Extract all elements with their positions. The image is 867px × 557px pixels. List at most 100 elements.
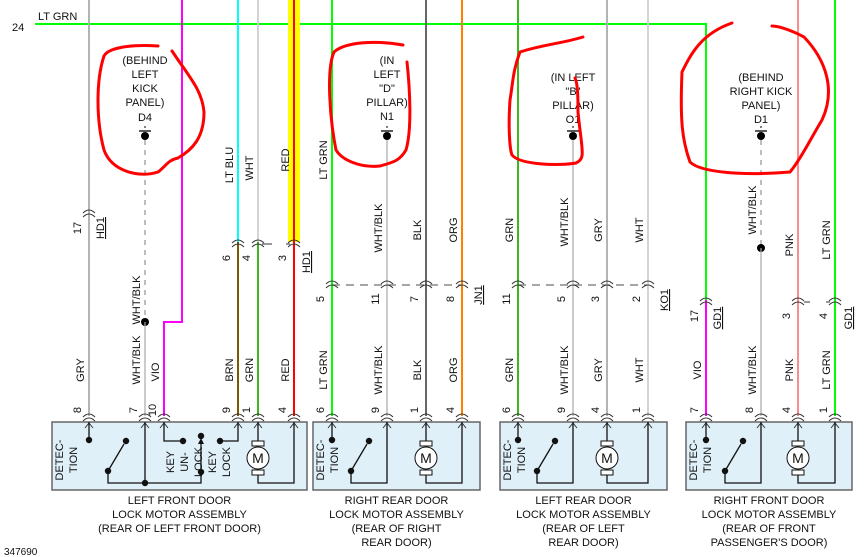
ground-location-text: RIGHT KICK <box>730 86 793 98</box>
inline-connector-symbol <box>380 280 394 289</box>
wire-color-label: LT GRN <box>318 350 330 389</box>
connector-pin-number: 11 <box>370 293 382 304</box>
wire-color-label: WHT/BLK <box>559 197 571 247</box>
internal-wire <box>606 422 649 484</box>
detection-label: TION <box>68 447 80 473</box>
component-pin-connector <box>566 413 580 422</box>
assembly-name: PASSENGER'S DOOR) <box>711 537 828 549</box>
motor-brush <box>419 469 433 476</box>
component-pin-number: 6 <box>501 407 513 413</box>
connector-id-label: JN1 <box>473 285 485 305</box>
contact-dot <box>197 432 205 440</box>
wire-color-label: PNK <box>784 233 796 256</box>
wire-color-label: GRY <box>593 358 605 382</box>
ground-icon <box>383 132 391 140</box>
assembly-name: LEFT REAR DOOR <box>535 495 631 507</box>
key-switch-label: KEY <box>207 450 219 473</box>
ground-location-text: PILLAR) <box>366 97 408 109</box>
connector-id-label: GD1 <box>843 307 855 330</box>
detection-label: DETEC- <box>315 439 327 480</box>
ground-location-text: PANEL) <box>742 100 781 112</box>
ground-icon <box>757 132 765 140</box>
ground-location-text: "D" <box>379 83 395 95</box>
inline-connector-symbol <box>641 280 655 289</box>
component-pin-connector <box>828 413 842 422</box>
wire-color-label: WHT/BLK <box>373 203 385 253</box>
assembly-name: (REAR OF FRONT <box>722 523 816 535</box>
contact-dot <box>514 436 522 444</box>
wire-color-label: VIO <box>150 362 162 381</box>
motor-icon <box>414 446 438 470</box>
detection-label: DETEC- <box>502 439 514 480</box>
contact-dot <box>365 437 373 445</box>
connector-pin-number: 5 <box>315 296 327 302</box>
component-pin-connector <box>325 413 339 422</box>
wire-color-label: GRY <box>75 358 87 382</box>
ground-icon <box>569 132 577 140</box>
detection-label: TION <box>702 447 714 473</box>
wire-color-label: WHT/BLK <box>747 185 759 235</box>
inline-connector-symbol <box>600 280 614 289</box>
wire-color-label: GRN <box>504 218 516 243</box>
key-switch-label: UN- <box>179 452 191 472</box>
motor-brush <box>791 440 805 447</box>
motor-brush <box>791 469 805 476</box>
switch-icon <box>107 443 125 472</box>
wire-color-label: ORG <box>448 357 460 382</box>
assembly-name: REAR DOOR) <box>548 537 618 549</box>
assembly-name: LOCK MOTOR ASSEMBLY <box>702 509 837 521</box>
contact-dot <box>702 436 710 444</box>
contact-dot <box>551 437 559 445</box>
wire-color-label: GRN <box>244 358 256 383</box>
connector-pin-number: 4 <box>241 255 253 261</box>
connector-id-label: GD1 <box>712 307 724 330</box>
motor-icon <box>595 446 619 470</box>
inline-connector-symbol <box>251 239 265 248</box>
ground-location-text: (BEHIND <box>122 55 167 67</box>
ground-location-text: (IN LEFT <box>551 72 596 84</box>
wire-color-label: PNK <box>784 358 796 381</box>
connector-pin-number: 3 <box>781 313 793 319</box>
wire-color-label: GRN <box>504 358 516 383</box>
inline-connector-symbol <box>455 280 469 289</box>
detection-label: TION <box>516 447 528 473</box>
component-pin-number: 6 <box>315 407 327 413</box>
inline-connector-symbol <box>82 209 96 218</box>
wire-color-label: BLK <box>412 219 424 240</box>
component-pin-number: 4 <box>277 407 289 413</box>
wire-color-label: WHT <box>634 357 646 382</box>
component-pin-connector <box>287 413 301 422</box>
connector-pin-number: 17 <box>689 310 701 322</box>
component-pin-connector <box>791 413 805 422</box>
circuit-color-label: LT GRN <box>38 11 77 23</box>
motor-brush <box>600 469 614 476</box>
inline-connector-symbol <box>699 297 713 306</box>
internal-wire <box>797 422 836 484</box>
inline-connector-symbol <box>566 280 580 289</box>
assembly-name: RIGHT FRONT DOOR <box>714 495 825 507</box>
connector-pin-number: 4 <box>818 313 830 319</box>
ground-id: D4 <box>138 112 152 124</box>
component-pin-number: 9 <box>556 407 568 413</box>
wire-color-label: ORG <box>448 217 460 242</box>
component-pin-number: 4 <box>781 407 793 413</box>
ground-location-text: (IN <box>380 55 395 67</box>
wire-color-label: RED <box>280 358 292 381</box>
component-pin-connector <box>82 413 96 422</box>
motor-icon <box>246 446 270 470</box>
component-pin-connector <box>380 413 394 422</box>
motor-brush <box>251 440 265 447</box>
internal-wire <box>425 422 463 484</box>
wire-color-label: WHT/BLK <box>559 345 571 395</box>
motor-brush <box>251 469 265 476</box>
assembly-name: RIGHT REAR DOOR <box>345 495 449 507</box>
wire-color-label: BRN <box>224 358 236 381</box>
assembly-name: LOCK MOTOR ASSEMBLY <box>112 509 247 521</box>
inline-connector-symbol <box>325 280 339 289</box>
motor-icon <box>786 446 810 470</box>
internal-wire <box>350 422 388 484</box>
wire-color-label: LT GRN <box>318 140 330 179</box>
contact-dot <box>739 437 747 445</box>
inline-connector-symbol <box>511 280 525 289</box>
switch-icon <box>350 443 368 472</box>
